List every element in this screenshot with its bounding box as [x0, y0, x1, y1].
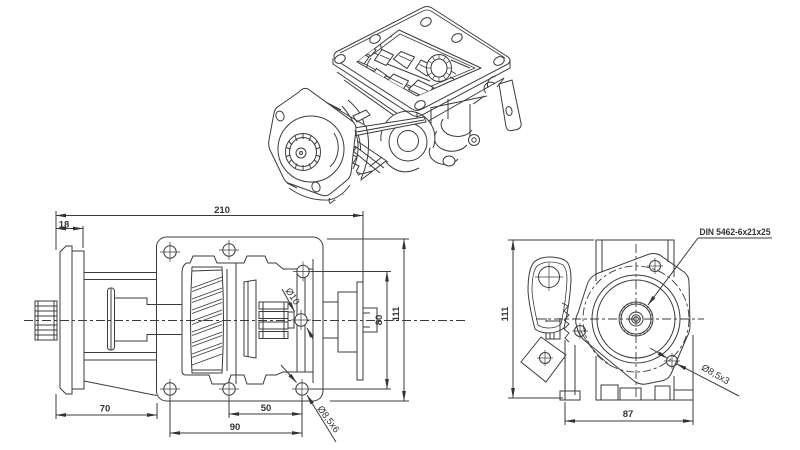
svg-text:DIN 5462-6x21x25: DIN 5462-6x21x25 — [700, 227, 771, 237]
svg-text:87: 87 — [623, 409, 634, 420]
svg-text:111: 111 — [391, 306, 402, 322]
svg-text:18: 18 — [59, 220, 70, 231]
svg-text:Ø8,5x6: Ø8,5x6 — [315, 404, 342, 435]
svg-text:111: 111 — [500, 306, 511, 322]
svg-text:210: 210 — [214, 205, 230, 216]
svg-text:70: 70 — [100, 404, 111, 415]
svg-text:90: 90 — [230, 422, 241, 433]
svg-text:Ø10: Ø10 — [283, 286, 302, 307]
svg-text:80: 80 — [374, 315, 385, 326]
svg-text:50: 50 — [261, 403, 272, 414]
